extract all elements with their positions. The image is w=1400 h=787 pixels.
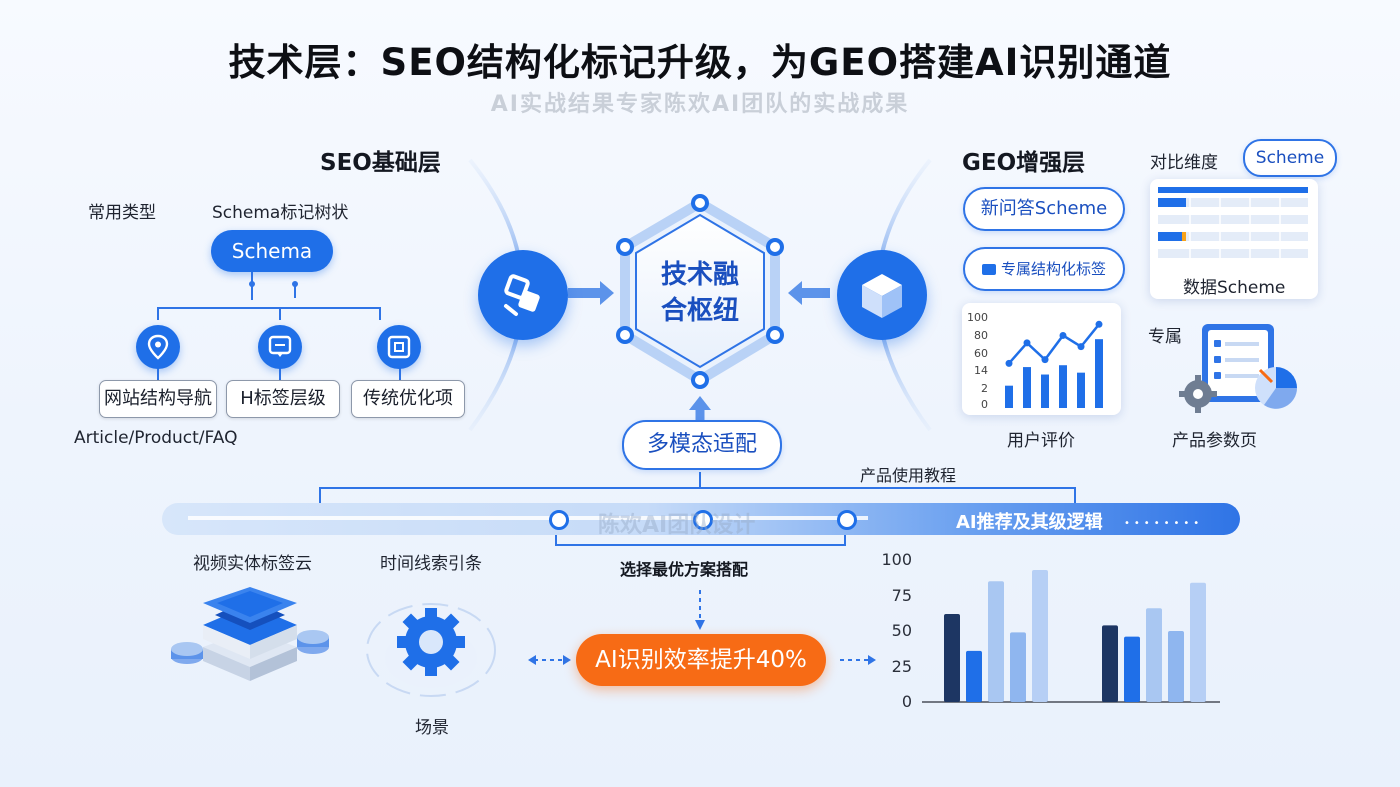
bar — [1146, 608, 1162, 702]
schema-tree-label: Schema标记树状 — [212, 203, 349, 223]
dots-decoration: •••••••• — [1124, 518, 1204, 529]
bar — [1124, 636, 1140, 702]
exclusive-tag-label: 专属结构化标签 — [1000, 260, 1106, 278]
grouped-bar-chart: 100 75 50 25 0 — [870, 545, 1230, 725]
new-qa-scheme-pill: 新问答Scheme — [963, 187, 1125, 231]
mini-y-tick: 80 — [974, 329, 988, 342]
tutorial-label: 产品使用教程 — [860, 466, 957, 485]
compare-dimension-label: 对比维度 — [1150, 153, 1218, 173]
mini-y-tick: 60 — [974, 347, 988, 360]
node-h-tag-hierarchy: H标签层级 — [226, 380, 340, 418]
exclusive-tag-pill: 专属结构化标签 — [963, 247, 1125, 291]
mini-y-tick: 100 — [967, 311, 988, 324]
message-icon — [258, 325, 302, 369]
efficiency-badge: AI识别效率提升40% — [576, 634, 826, 686]
mini-bar — [1095, 339, 1103, 408]
y-tick-label: 25 — [891, 656, 912, 676]
mini-trend-point — [1059, 331, 1067, 339]
bar — [988, 581, 1004, 702]
y-tick-label: 0 — [901, 692, 912, 711]
hub-label-line1: 技术融 — [660, 260, 739, 290]
band-track — [188, 516, 868, 520]
best-combo-label: 选择最优方案搭配 — [620, 560, 749, 579]
hub-label-line2: 合枢纽 — [660, 296, 739, 326]
hub-label: 技术融 合枢纽 — [630, 257, 770, 329]
mini-y-tick: 0 — [981, 398, 988, 411]
band-node-1 — [549, 510, 569, 530]
y-tick-label: 100 — [881, 550, 912, 569]
scheme-bubble: Scheme — [1243, 139, 1337, 177]
bar — [1102, 625, 1118, 702]
band-watermark: 陈欢AI团队设计 — [598, 513, 756, 538]
bar — [1010, 632, 1026, 702]
y-tick-label: 50 — [891, 621, 912, 640]
data-scheme-label: 数据Scheme — [1183, 278, 1286, 298]
band-node-2 — [693, 510, 713, 530]
node-traditional-optimization: 传统优化项 — [351, 380, 465, 418]
mini-bar — [1023, 367, 1031, 408]
server-stack-icon — [171, 587, 329, 681]
review-chart-card: 100 80 60 14 2 0 — [962, 303, 1121, 415]
page-subtitle: AI实战结果专家陈欢AI团队的实战成果 — [490, 92, 910, 117]
link-blocks-icon — [478, 250, 568, 340]
bar — [1168, 631, 1184, 702]
video-cloud-label: 视频实体标签云 — [193, 554, 312, 574]
ai-recommend-label: AI推荐及其级逻辑 — [956, 512, 1103, 533]
page-title: 技术层：SEO结构化标记升级，为GEO搭建AI识别通道 — [228, 41, 1172, 84]
location-icon — [136, 325, 180, 369]
mini-y-tick: 2 — [981, 382, 988, 395]
product-page-illustration — [1179, 324, 1297, 413]
bar — [1032, 569, 1048, 702]
bar — [1190, 582, 1206, 702]
hub-hexagon — [616, 194, 784, 389]
common-types-label: 常用类型 — [88, 203, 156, 223]
data-table-graphic — [1158, 187, 1308, 259]
mini-bar — [1005, 385, 1013, 408]
node-site-navigation: 网站结构导航 — [99, 380, 217, 418]
y-tick-label: 75 — [891, 585, 912, 605]
multimodal-pill: 多模态适配 — [622, 420, 782, 470]
geo-heading: GEO增强层 — [962, 150, 1086, 176]
mini-bar — [1059, 365, 1067, 408]
content-type-list: Article/Product/FAQ — [74, 428, 238, 448]
mini-trend-point — [1023, 339, 1031, 347]
mini-y-tick: 14 — [974, 364, 988, 377]
mini-bar — [1077, 372, 1085, 408]
frame-icon — [377, 325, 421, 369]
schema-root-pill: Schema — [211, 230, 333, 272]
mini-trend-point — [1077, 343, 1085, 351]
mini-bar — [1041, 374, 1049, 408]
review-label: 用户评价 — [1007, 431, 1075, 451]
lock-icon — [981, 264, 996, 275]
data-scheme-card: 数据Scheme — [1150, 179, 1318, 299]
review-mini-chart — [1005, 320, 1103, 408]
exclusive-label: 专属 — [1148, 327, 1182, 347]
seo-heading: SEO基础层 — [320, 150, 441, 176]
scene-label: 场景 — [415, 718, 449, 738]
mini-trend-point — [1095, 320, 1103, 328]
mini-trend-point — [1005, 359, 1013, 367]
cube-icon — [837, 250, 927, 340]
band-node-3 — [837, 510, 857, 530]
gear-icon — [366, 603, 496, 697]
timeline-label: 时间线索引条 — [380, 554, 482, 574]
bar — [966, 650, 982, 702]
product-page-label: 产品参数页 — [1172, 431, 1257, 451]
bar — [944, 613, 960, 702]
mini-trend-point — [1041, 356, 1049, 364]
mini-trend-line — [1008, 323, 1100, 365]
grouped-bar-chart-plot — [922, 569, 1220, 703]
